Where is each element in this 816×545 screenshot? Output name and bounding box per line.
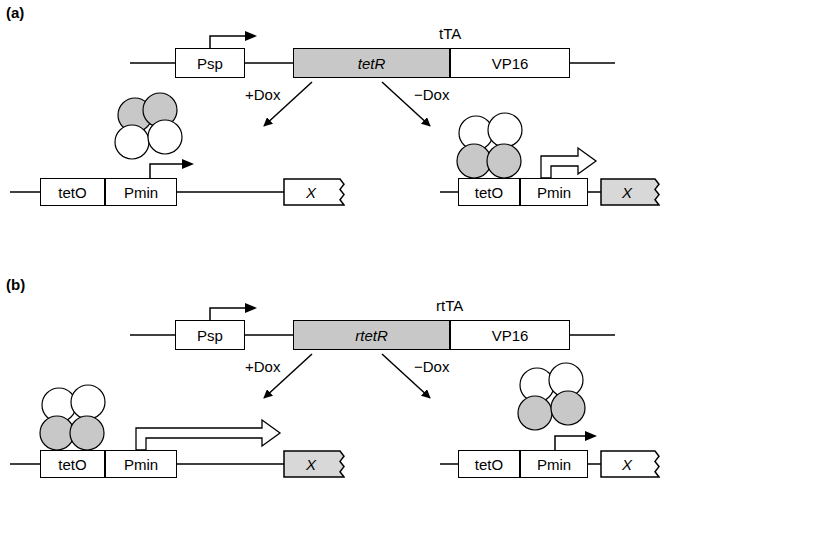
transcription-arrow xyxy=(136,420,280,450)
gene-box: tetR xyxy=(293,48,450,78)
node-text: Pmin xyxy=(124,456,158,473)
node-text: Pmin xyxy=(537,456,571,473)
panel-a-art xyxy=(10,31,615,192)
node-text: tetO xyxy=(475,456,503,473)
panel-label: (a) xyxy=(6,4,24,21)
gene-box: rtetR xyxy=(293,320,450,350)
node-text: Pmin xyxy=(124,184,158,201)
node-text: tetO xyxy=(475,184,503,201)
protein-name: tTA xyxy=(439,25,461,42)
node-text: X xyxy=(622,184,632,201)
promoter-arrow xyxy=(150,164,183,178)
operator-box: tetO xyxy=(458,450,520,478)
promoter-box: Pmin xyxy=(520,178,588,206)
node-text: X xyxy=(622,456,632,473)
gene-box: X xyxy=(283,178,345,206)
gene-box: X xyxy=(600,178,660,206)
node-text: tetO xyxy=(58,456,86,473)
node-text: tetO xyxy=(58,184,86,201)
condition-label: −Dox xyxy=(414,358,449,375)
promoter-arrow xyxy=(210,36,246,48)
promoter-box: Pmin xyxy=(105,450,177,478)
condition-label: +Dox xyxy=(245,86,280,103)
gene-outline-path xyxy=(284,451,344,477)
promoter-arrowhead xyxy=(245,303,257,313)
promoter-box: Psp xyxy=(175,48,245,78)
node-text: VP16 xyxy=(492,327,529,344)
operator-box: tetO xyxy=(40,178,105,206)
gene-outline-path xyxy=(601,179,659,205)
promoter-box: Psp xyxy=(175,320,245,350)
condition-label: −Dox xyxy=(414,86,449,103)
protein-complex xyxy=(457,113,522,178)
panel-b-art xyxy=(10,303,615,464)
condition-label: +Dox xyxy=(245,358,280,375)
gene-box: X xyxy=(283,450,345,478)
node-text: Pmin xyxy=(537,184,571,201)
operator-box: tetO xyxy=(458,178,520,206)
node-text: X xyxy=(306,456,316,473)
promoter-arrow xyxy=(210,308,246,320)
protein-name: rtTA xyxy=(436,297,463,314)
node-text: Psp xyxy=(197,55,223,72)
promoter-box: Pmin xyxy=(520,450,588,478)
node-text: Psp xyxy=(197,327,223,344)
domain-box: VP16 xyxy=(450,320,570,350)
promoter-arrow xyxy=(555,436,586,450)
gene-box: X xyxy=(600,450,660,478)
node-text: X xyxy=(306,184,316,201)
protein-complex xyxy=(518,363,585,430)
promoter-arrowhead xyxy=(585,431,597,441)
promoter-arrowhead xyxy=(182,159,194,169)
gene-outline-path xyxy=(284,179,344,205)
promoter-box: Pmin xyxy=(105,178,177,206)
node-text: tetR xyxy=(358,55,386,72)
promoter-arrowhead xyxy=(245,31,257,41)
operator-box: tetO xyxy=(40,450,105,478)
node-text: rtetR xyxy=(355,327,388,344)
protein-complex xyxy=(115,93,182,159)
panel-label: (b) xyxy=(6,276,25,293)
transcription-arrow xyxy=(541,148,596,178)
domain-box: VP16 xyxy=(450,48,570,78)
protein-complex xyxy=(40,385,105,450)
node-text: VP16 xyxy=(492,55,529,72)
gene-outline-path xyxy=(601,451,659,477)
